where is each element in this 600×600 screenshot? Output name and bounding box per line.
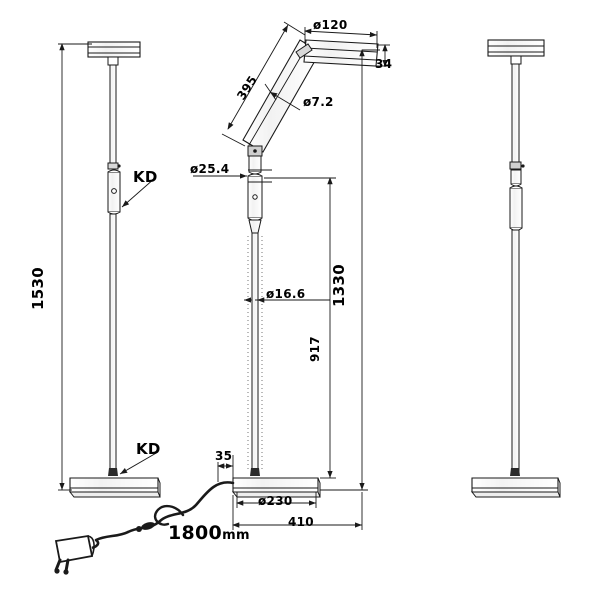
- callout-kd-top: [121, 177, 156, 208]
- dimension-total-1330: [320, 49, 380, 491]
- dimension-1530: [58, 43, 92, 491]
- view-left-lamp: [68, 41, 161, 498]
- dimension-label-1330: 1330: [330, 264, 348, 307]
- dimension-label-16-6: ø16.6: [266, 287, 306, 301]
- dimension-label-230: ø230: [258, 494, 293, 508]
- callout-kd-bottom: [119, 451, 159, 475]
- dimension-base-offset-35: [217, 455, 234, 482]
- power-cord-and-adapter: [54, 481, 235, 575]
- view-right-lamp: [470, 39, 561, 498]
- callout-label-kd-bottom: KD: [136, 440, 161, 458]
- cord-length-value: 1800: [168, 522, 223, 544]
- dimension-label-cord-length: 1800mm: [168, 524, 250, 543]
- dimension-label-120: ø120: [313, 18, 348, 32]
- dimension-tube-25-4: [193, 169, 272, 183]
- dimension-label-1530: 1530: [29, 267, 47, 310]
- dimension-label-917: 917: [308, 336, 322, 362]
- callout-label-kd-top: KD: [133, 168, 158, 186]
- dimension-label-35: 35: [215, 449, 233, 463]
- dimension-tube-16-6: [244, 236, 330, 470]
- dimension-label-34: 34: [375, 57, 393, 71]
- dimension-label-7-2: ø7.2: [303, 95, 334, 109]
- dimension-head-34: [376, 44, 390, 67]
- cord-length-unit: mm: [222, 528, 250, 543]
- dimension-stem-917: [264, 177, 336, 479]
- dimension-label-25-4: ø25.4: [190, 162, 230, 176]
- dimension-arm-395: [221, 21, 306, 147]
- dimension-base-230: [236, 492, 317, 508]
- dimension-span-410: [232, 492, 363, 530]
- dimension-label-410: 410: [288, 515, 314, 529]
- dimension-rod-7-2: [264, 83, 301, 111]
